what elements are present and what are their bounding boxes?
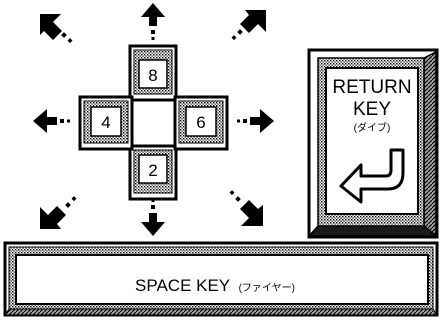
return-key-note: (ダイブ) [354, 121, 391, 134]
space-key[interactable]: SPACE KEY (ファイヤー) [3, 241, 439, 317]
numpad-key-2-label: 2 [148, 161, 157, 180]
return-key-label-line2: KEY [353, 99, 391, 120]
numpad-key-8-label: 8 [148, 66, 157, 85]
numpad-cross: 8 2 4 6 [78, 44, 229, 201]
return-key[interactable]: RETURN KEY (ダイブ) [307, 48, 439, 239]
return-key-label-line1: RETURN [332, 77, 411, 98]
arrow-down-left-icon [40, 196, 77, 229]
numpad-key-4[interactable]: 4 [78, 95, 134, 151]
space-key-label: SPACE KEY (ファイヤー) [135, 276, 295, 295]
arrow-up-right-icon [231, 10, 266, 41]
numpad-key-2[interactable]: 2 [128, 144, 178, 201]
numpad-key-6-label: 6 [196, 113, 205, 132]
arrow-down-right-icon [229, 190, 263, 226]
arrow-down-icon [141, 199, 165, 236]
space-key-note: (ファイヤー) [239, 283, 295, 294]
numpad-key-6[interactable]: 6 [173, 95, 229, 151]
arrow-right-icon [237, 109, 274, 133]
arrow-left-icon [33, 109, 70, 133]
space-key-label-main: SPACE KEY [135, 276, 230, 295]
arrow-up-icon [141, 3, 165, 40]
arrow-up-left-icon [40, 14, 73, 44]
numpad-key-4-label: 4 [101, 113, 110, 132]
numpad-key-8[interactable]: 8 [128, 44, 178, 102]
return-arrow-icon [339, 148, 405, 204]
